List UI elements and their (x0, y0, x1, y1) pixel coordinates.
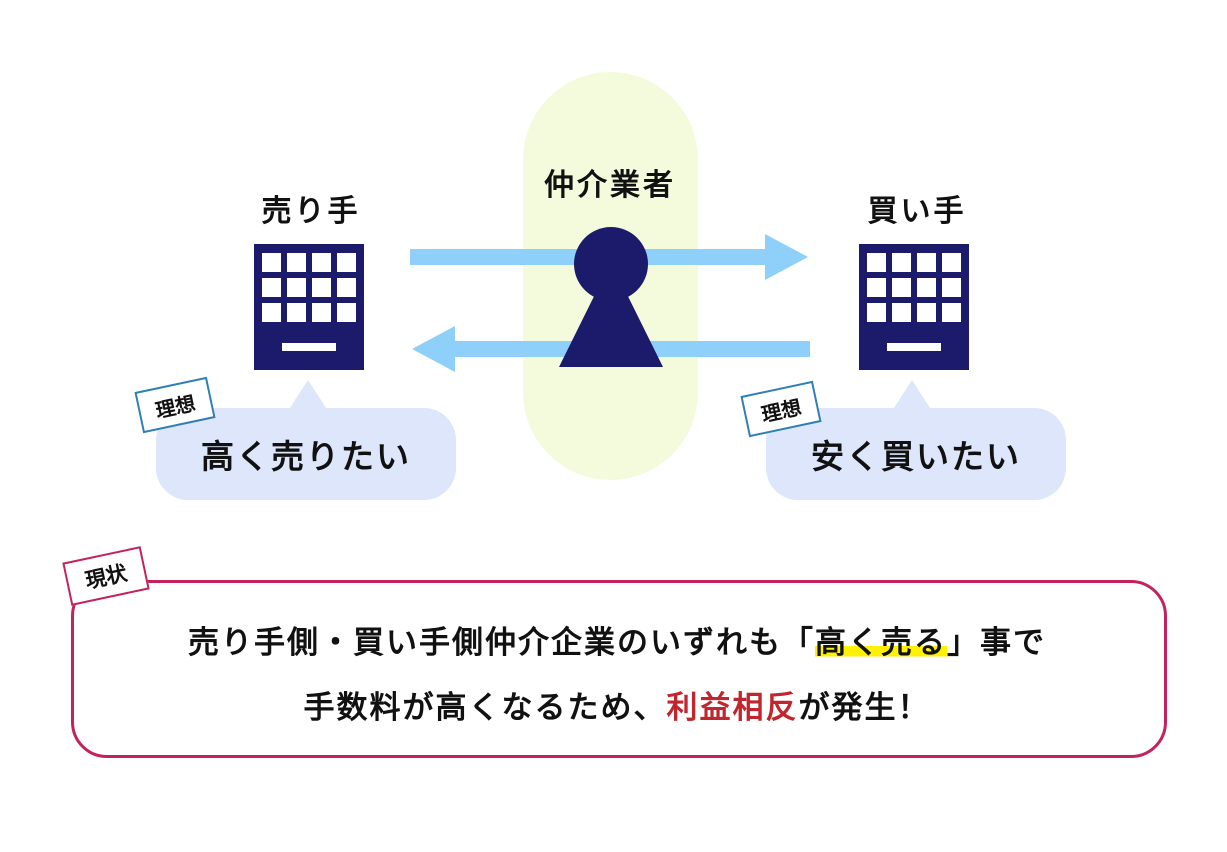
status-highlight: 高く売る (815, 625, 947, 661)
seller-label: 売り手 (261, 194, 361, 229)
buyer-wish-bubble: 安く買いたい (766, 408, 1066, 500)
status-line-2: 手数料が高くなるため、利益相反が発生！ (74, 682, 1160, 727)
broker-label: 仲介業者 (544, 168, 676, 203)
conflict-of-interest-text: 利益相反 (666, 690, 799, 726)
status-box (71, 580, 1167, 758)
buyer-label: 買い手 (867, 194, 967, 229)
seller-building-icon (254, 244, 364, 370)
status-line-2-before: 手数料が高くなるため、 (303, 690, 667, 726)
seller-bubble-tail (286, 380, 330, 414)
person-icon (559, 227, 663, 367)
seller-wish-bubble: 高く売りたい (156, 408, 456, 500)
buyer-building-icon (859, 244, 969, 370)
status-line-2-after: が発生！ (798, 690, 931, 726)
buyer-bubble-tail (890, 380, 934, 414)
status-line-1: 売り手側・買い手側仲介企業のいずれも「高く売る」事で (74, 617, 1160, 662)
status-line-1-after: 」事で (947, 625, 1046, 661)
status-line-1-before: 売り手側・買い手側仲介企業のいずれも「 (188, 625, 815, 661)
